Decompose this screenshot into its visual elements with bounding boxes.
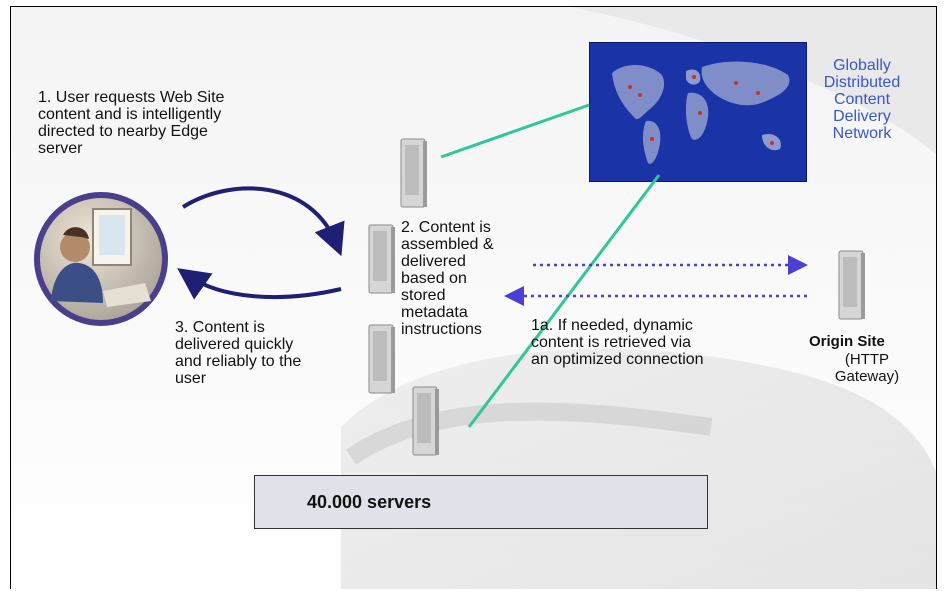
user-photo: [34, 192, 168, 326]
map-link-line-2: [467, 174, 661, 428]
diagram-frame: 1. User requests Web Site content and is…: [10, 6, 937, 589]
origin-site-title: Origin Site: [809, 333, 885, 350]
world-map-icon: [612, 61, 790, 164]
edge-server-icon: [368, 224, 395, 294]
edge-server-icon: [412, 386, 439, 456]
step-2-text: 2. Content is assembled & delivered base…: [401, 219, 494, 338]
network-label: Globally Distributed Content Delivery Ne…: [823, 57, 901, 142]
origin-site-subtitle: (HTTP Gateway): [834, 351, 900, 385]
delivery-arrow: [177, 268, 342, 300]
servers-count-label: 40.000 servers: [307, 492, 432, 512]
origin-server-icon: [838, 250, 865, 320]
edge-server-icon: [400, 138, 427, 208]
request-arrow: [181, 186, 345, 257]
world-map: [589, 42, 807, 182]
step-1-text: 1. User requests Web Site content and is…: [38, 89, 225, 157]
step-3-text: 3. Content is delivered quickly and reli…: [175, 319, 302, 387]
map-link-line: [440, 103, 590, 159]
step-1a-text: 1a. If needed, dynamic content is retrie…: [531, 317, 704, 368]
edge-server-icon: [368, 324, 395, 394]
connection-lines: [177, 103, 808, 428]
servers-count-box: 40.000 servers: [254, 475, 708, 529]
